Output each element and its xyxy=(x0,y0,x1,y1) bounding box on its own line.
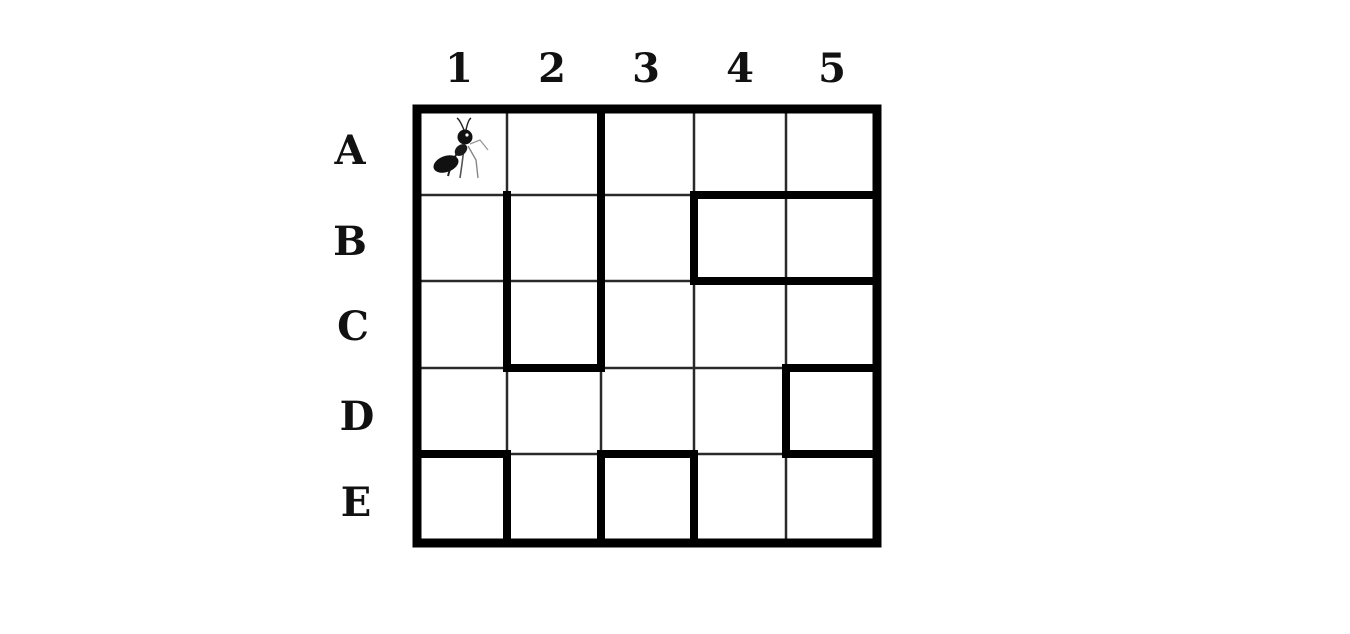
column-label-4: 4 xyxy=(726,45,754,92)
ant-icon-part xyxy=(467,145,479,179)
ant-icon-part xyxy=(457,129,473,145)
column-label-1: 1 xyxy=(445,45,473,92)
ant-icon-part xyxy=(465,117,472,131)
row-label-a: A xyxy=(333,127,366,174)
column-label-5: 5 xyxy=(818,45,846,92)
maze-walls xyxy=(413,105,881,547)
row-label-e: E xyxy=(341,479,372,526)
ant-icon-part xyxy=(454,144,468,156)
ant-icon-part xyxy=(456,117,465,131)
ant-icon xyxy=(433,117,489,179)
column-labels: 1 2 3 4 5 xyxy=(445,45,846,92)
ant-icon-part xyxy=(433,155,459,173)
row-label-b: B xyxy=(333,218,367,265)
column-label-2: 2 xyxy=(538,45,566,92)
row-label-d: D xyxy=(340,393,375,440)
maze-border xyxy=(412,104,882,548)
column-label-3: 3 xyxy=(632,45,660,92)
ant-icon-part xyxy=(469,139,489,151)
grid-lines xyxy=(415,107,879,545)
ant-icon-part xyxy=(465,133,469,137)
row-label-c: C xyxy=(337,303,369,350)
row-labels: A B C D E xyxy=(333,127,374,526)
